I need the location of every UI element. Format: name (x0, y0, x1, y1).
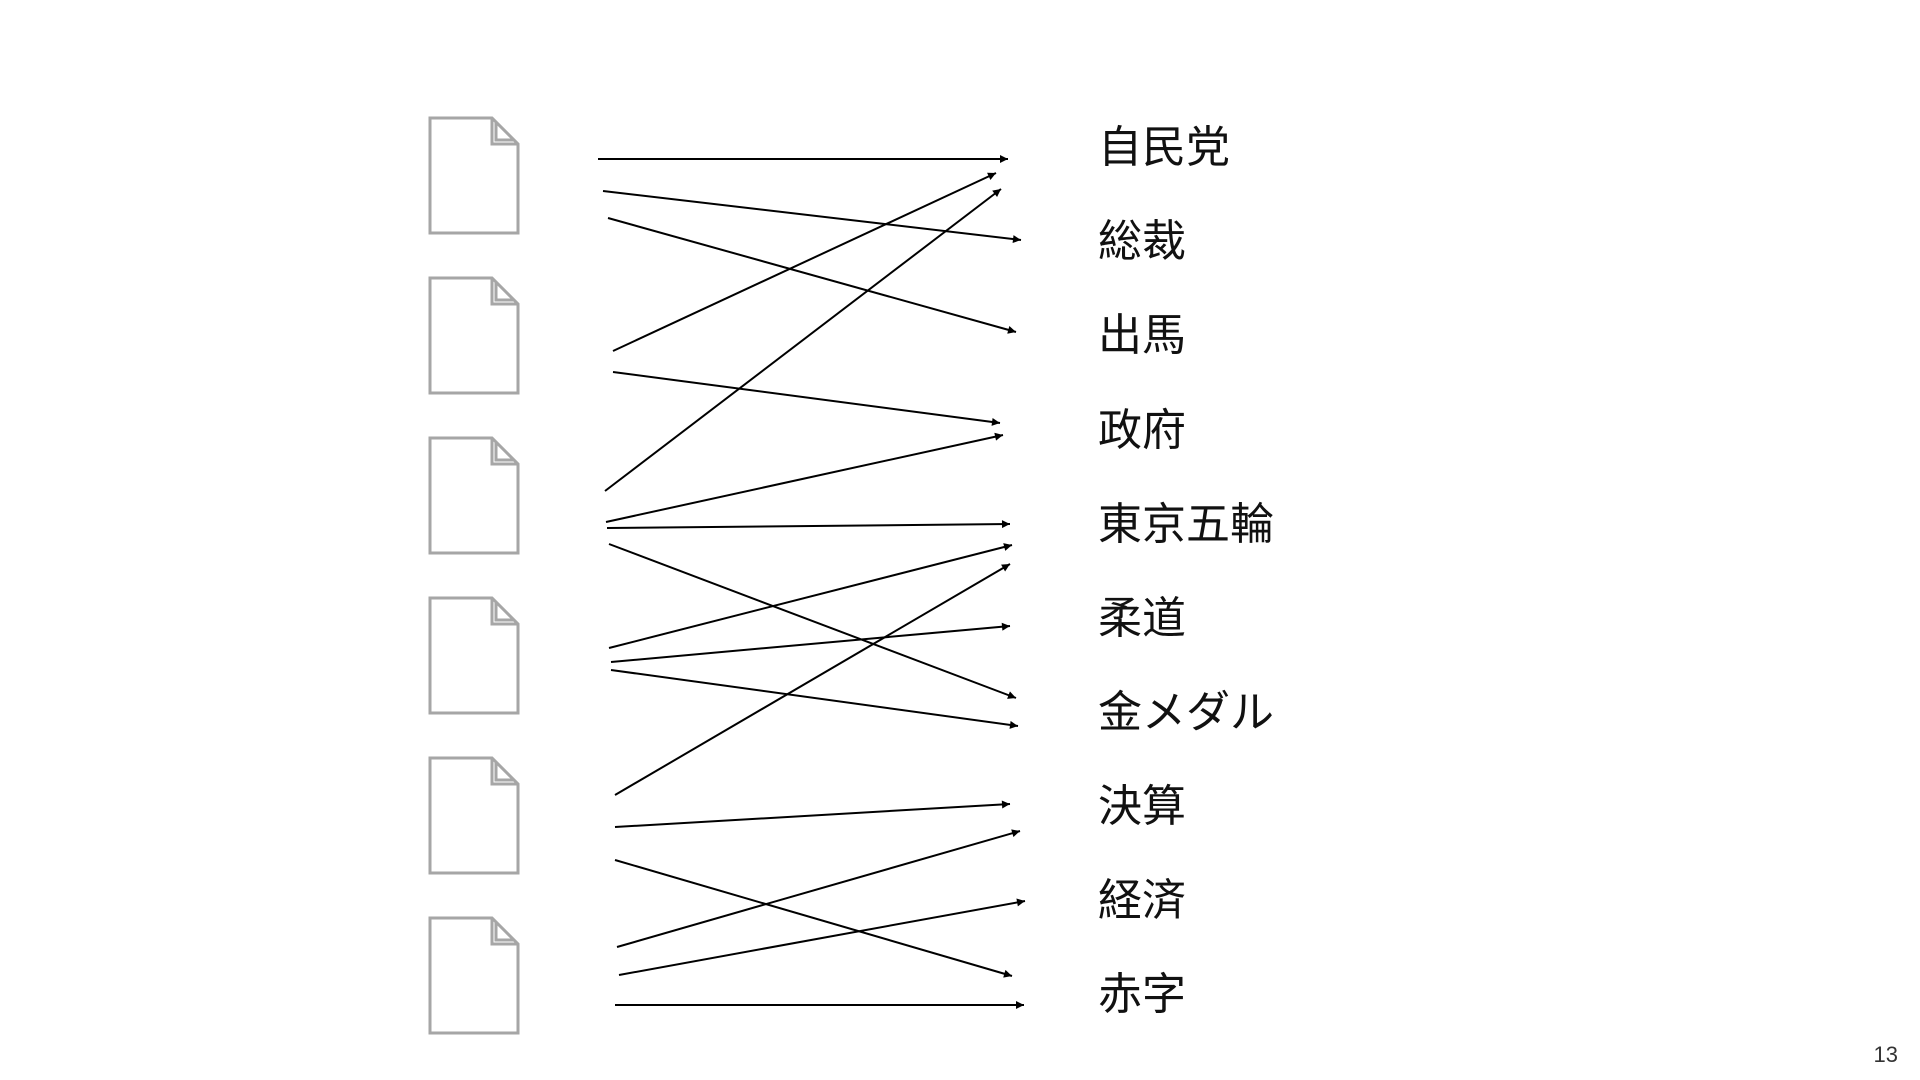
document-icon (428, 116, 520, 235)
connection-arrow (614, 800, 1011, 828)
connection-arrow (608, 543, 1013, 649)
page-number: 13 (1873, 1042, 1898, 1067)
document-icon (428, 596, 520, 715)
connection-arrow (608, 543, 1017, 699)
term-label: 経済 (1098, 875, 1186, 926)
connection-arrow (605, 432, 1004, 523)
term-label: 柔道 (1098, 593, 1186, 644)
term-label: 金メダル (1098, 687, 1274, 738)
term-label: 決算 (1098, 781, 1186, 832)
connection-arrow (606, 520, 1011, 529)
term-label: 出馬 (1098, 310, 1186, 361)
connection-arrow (607, 217, 1017, 334)
connection-arrow (610, 622, 1011, 663)
term-label: 赤字 (1098, 969, 1186, 1020)
term-label: 総裁 (1098, 216, 1186, 267)
term-label: 政府 (1098, 405, 1186, 456)
connection-arrow (616, 829, 1021, 948)
connections (598, 155, 1026, 1009)
document-icon (428, 436, 520, 555)
connection-arrow (614, 563, 1011, 796)
connection-arrow (612, 172, 997, 352)
document-icon (428, 756, 520, 875)
documents-column (428, 116, 520, 1035)
document-icon (428, 916, 520, 1035)
document-icon (428, 276, 520, 395)
connection-arrow (602, 190, 1022, 244)
connection-arrow (614, 859, 1013, 978)
connection-arrow (618, 898, 1026, 976)
connection-arrow (612, 371, 1001, 426)
connection-arrow (604, 188, 1002, 492)
term-label: 自民党 (1098, 122, 1230, 173)
connection-arrow (610, 669, 1019, 729)
term-label: 東京五輪 (1098, 499, 1274, 550)
